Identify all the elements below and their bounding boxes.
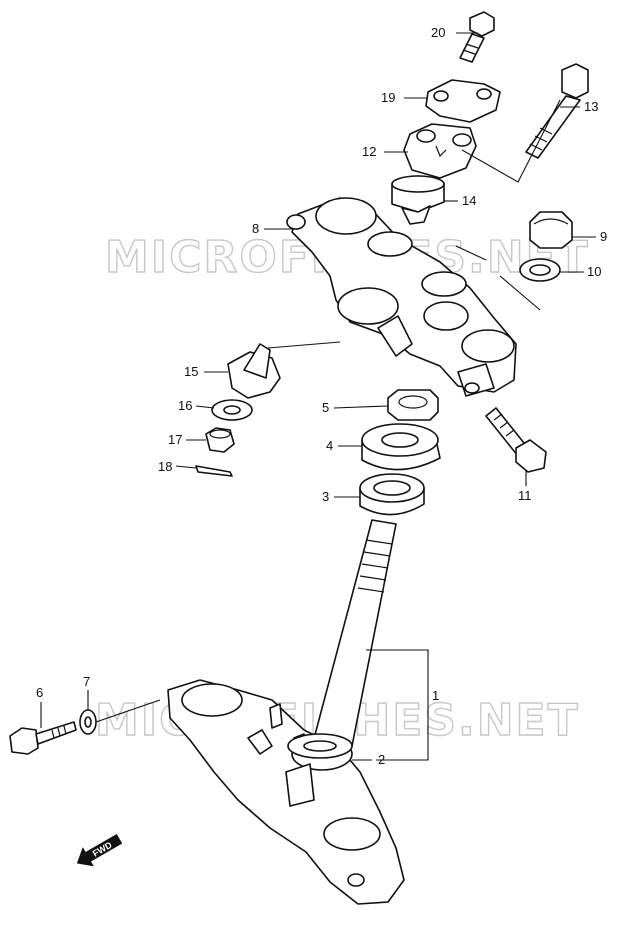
part-6-bolt <box>9 721 77 755</box>
callout-16: 16 <box>178 398 192 413</box>
fwd-arrow-icon: FWD <box>76 833 123 867</box>
part-10-washer <box>519 258 561 282</box>
part-16-washer <box>211 399 253 421</box>
callout-7: 7 <box>83 674 90 689</box>
part-19-holder-cap <box>425 79 501 123</box>
part-11-side-bolt <box>485 407 547 473</box>
callout-5: 5 <box>322 400 329 415</box>
callout-17: 17 <box>168 432 182 447</box>
callout-labels: 20 19 13 12 14 8 9 10 15 16 17 18 5 4 11… <box>36 25 607 767</box>
part-18-cotter-pin <box>195 465 233 477</box>
part-20-bolt <box>459 11 495 63</box>
leader-lines <box>40 32 596 761</box>
callout-9: 9 <box>600 229 607 244</box>
callout-6: 6 <box>36 685 43 700</box>
part-5-lock-nut <box>387 389 439 421</box>
callout-10: 10 <box>587 264 601 279</box>
callout-20: 20 <box>431 25 445 40</box>
callout-15: 15 <box>184 364 198 379</box>
callout-4: 4 <box>326 438 333 453</box>
part-9-cap-nut <box>529 211 573 249</box>
callout-8: 8 <box>252 221 259 236</box>
callout-14: 14 <box>462 193 476 208</box>
part-7-washer <box>79 709 97 735</box>
part-3-bearing <box>359 473 425 516</box>
callout-18: 18 <box>158 459 172 474</box>
callout-3: 3 <box>322 489 329 504</box>
callout-2: 2 <box>378 752 385 767</box>
upper-steering-bracket <box>286 197 517 397</box>
part-14-damper <box>391 175 445 225</box>
callout-19: 19 <box>381 90 395 105</box>
callout-12: 12 <box>362 144 376 159</box>
part-15-lock-holder <box>227 343 281 399</box>
part-13-long-bolt <box>525 63 589 159</box>
callout-13: 13 <box>584 99 598 114</box>
part-2-seal <box>287 733 353 759</box>
callout-11: 11 <box>518 488 532 503</box>
part-12-holder-lower <box>403 123 477 179</box>
part-4-bearing-race <box>361 423 441 471</box>
part-17-nut <box>205 427 235 453</box>
callout-1: 1 <box>432 688 439 703</box>
